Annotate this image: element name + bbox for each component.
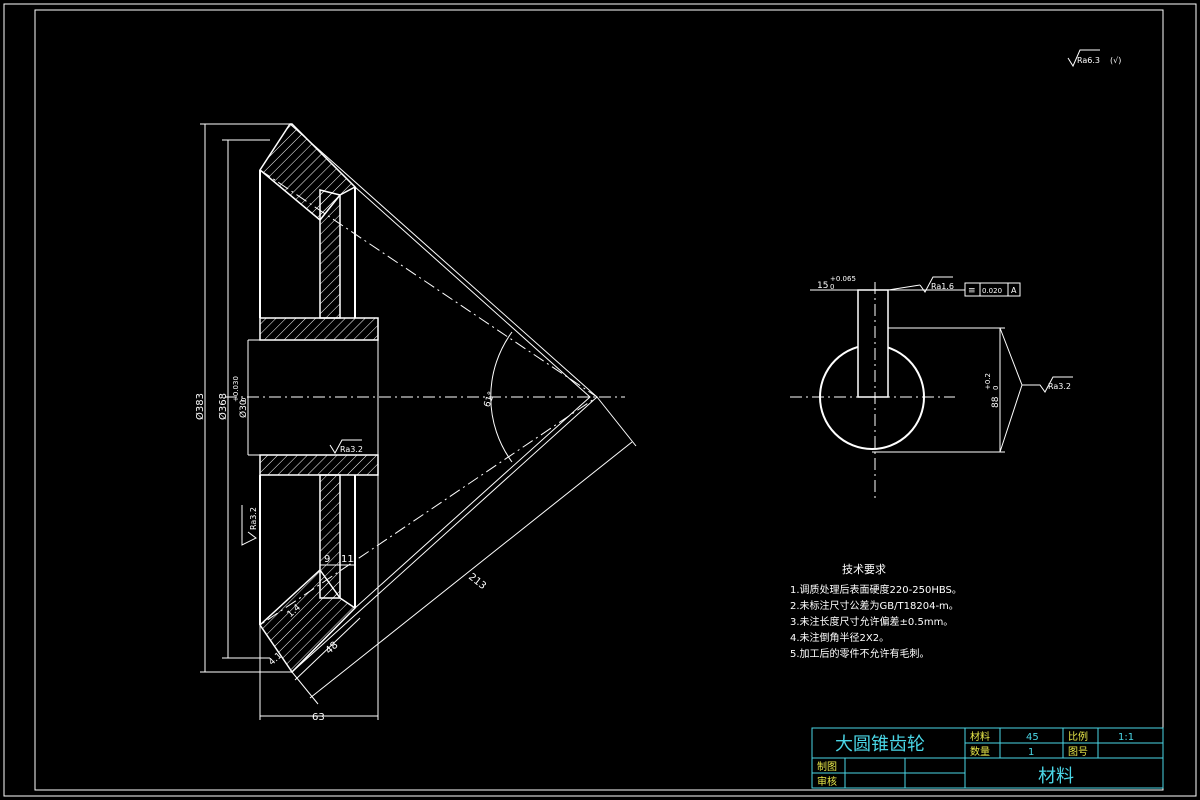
dim-key-width: 15 +0.065 0: [810, 275, 888, 291]
requirement-2: 2.未标注尺寸公差为GB/T18204-m。: [790, 599, 959, 612]
svg-text:61°: 61°: [483, 390, 498, 408]
svg-text:Ra3.2: Ra3.2: [1048, 382, 1071, 391]
roughness-flank: Ra3.2: [241, 505, 258, 546]
svg-text:Ø368: Ø368: [217, 393, 229, 420]
svg-text:Ra1.6: Ra1.6: [931, 282, 954, 291]
drawn-label: 制图: [817, 760, 837, 773]
svg-text:48: 48: [324, 640, 341, 657]
material-value: 45: [1026, 732, 1039, 743]
dim-outer-diameter: Ø383: [194, 123, 292, 673]
requirements-title: 技术要求: [842, 563, 886, 576]
dim-cone-length: 213: [291, 396, 637, 705]
upper-hub-section: [259, 317, 379, 341]
scale-value: 1:1: [1118, 732, 1134, 743]
svg-text:0.020: 0.020: [982, 287, 1002, 295]
svg-text:15: 15: [817, 281, 828, 291]
root-cone-line: [354, 186, 591, 609]
drawing-no-label: 图号: [1068, 746, 1088, 758]
svg-text:Ø383: Ø383: [194, 393, 206, 420]
svg-text:+0.065: +0.065: [830, 275, 856, 283]
roughness-hub: Ra3.2: [329, 439, 363, 454]
roughness-symbol-main: Ra6.3 (√): [1067, 49, 1121, 68]
keyway-section-view: 15 +0.065 0 Ra1.6 ≡ 0.020 A 88 +0.2 0: [790, 275, 1073, 500]
gear-section-view: Ø383 Ø368 Ø30 +0.030 0 Ra3.2 Ra3.2 61°: [194, 123, 637, 723]
symmetry-tolerance-frame: ≡ 0.020 A: [888, 282, 1021, 297]
qty-label: 数量: [970, 745, 990, 758]
requirement-3: 3.未注长度尺寸允许偏差±0.5mm。: [790, 615, 953, 628]
technical-requirements: 技术要求 1.调质处理后表面硬度220-250HBS。 2.未标注尺寸公差为GB…: [790, 563, 962, 660]
svg-text:88: 88: [991, 396, 1001, 408]
roughness-main-suffix: (√): [1110, 56, 1121, 65]
outer-border: [3, 3, 1197, 797]
dim-keyway-depth: 88 +0.2 0: [872, 327, 1023, 453]
footer-material: 材料: [1038, 766, 1074, 787]
lower-hub-section: [259, 454, 379, 476]
requirement-5: 5.加工后的零件不允许有毛刺。: [790, 647, 930, 660]
dim-bore-diameter: Ø30 +0.030 0: [232, 340, 249, 455]
svg-text:+0.030: +0.030: [232, 376, 240, 402]
svg-text:213: 213: [466, 572, 488, 592]
dim-pitch-diameter: Ø368: [217, 139, 270, 659]
part-name: 大圆锥齿轮: [835, 734, 925, 755]
roughness-main-text: Ra6.3: [1077, 56, 1100, 65]
svg-text:11: 11: [341, 554, 354, 565]
svg-text:≡: ≡: [968, 286, 976, 296]
dim-web: 9 11: [320, 554, 355, 566]
svg-text:0: 0: [992, 386, 1000, 390]
svg-text:Ra3.2: Ra3.2: [249, 507, 258, 530]
svg-text:+0.2: +0.2: [984, 373, 992, 390]
svg-text:0: 0: [830, 283, 834, 291]
checked-label: 审核: [817, 775, 837, 788]
roughness-bore: Ra3.2: [1022, 376, 1073, 393]
qty-value: 1: [1028, 747, 1034, 758]
requirement-1: 1.调质处理后表面硬度220-250HBS。: [790, 583, 962, 596]
keyway-slot: [857, 289, 889, 398]
material-label: 材料: [970, 730, 990, 743]
svg-text:0: 0: [240, 398, 248, 402]
svg-text:A: A: [1011, 286, 1017, 295]
inner-border: [34, 9, 1164, 791]
svg-text:63: 63: [312, 712, 325, 723]
scale-label: 比例: [1068, 730, 1088, 743]
upper-web-section: [319, 189, 341, 319]
svg-text:Ra3.2: Ra3.2: [340, 445, 363, 454]
lower-rim-section: [259, 568, 357, 674]
svg-text:Ø30: Ø30: [238, 399, 249, 418]
dim-hub-width: 63: [260, 712, 378, 723]
roughness-keyway: Ra1.6: [887, 276, 954, 293]
title-block: 大圆锥齿轮 材料 45 比例 1:1 数量 1 图号 制图 审核 材料: [811, 727, 1164, 789]
svg-text:9: 9: [324, 554, 330, 565]
requirement-4: 4.未注倒角半径2X2。: [790, 631, 889, 644]
